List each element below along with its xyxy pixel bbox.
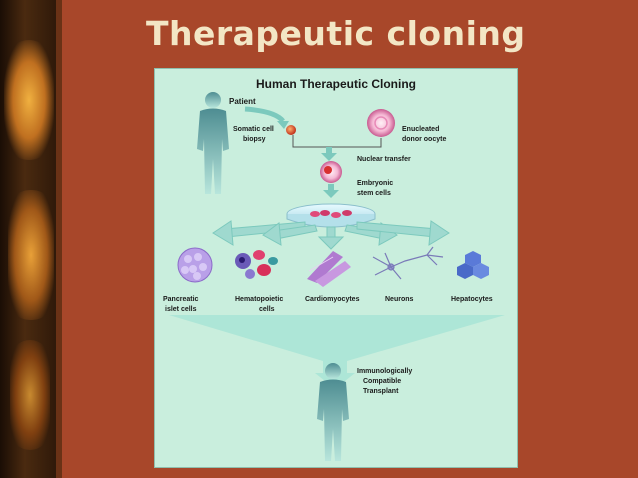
- donor-oocyte-icon: [367, 109, 395, 137]
- cardio-label: Cardiomyocytes: [305, 296, 360, 303]
- pancreatic-label-1: Pancreatic: [163, 296, 199, 303]
- hepatocytes-icon: [457, 251, 489, 279]
- hematopoietic-label-1: Hematopoietic: [235, 296, 283, 303]
- slide-title: Therapeutic cloning: [146, 14, 526, 53]
- diagram-svg: Human Therapeutic Cloning Patient Somati…: [163, 77, 505, 461]
- somatic-label-1: Somatic cell: [233, 126, 274, 133]
- stem-label-2: stem cells: [357, 190, 391, 197]
- hepatocytes-label: Hepatocytes: [451, 296, 493, 303]
- funnel-arrow-icon: [169, 315, 505, 389]
- differentiation-arrows: [212, 220, 450, 250]
- somatic-label-2: biopsy: [243, 136, 266, 143]
- pancreatic-cells-icon: [177, 247, 213, 283]
- nuclear-transfer-label: Nuclear transfer: [357, 156, 411, 163]
- petri-dish-icon: [286, 203, 376, 228]
- neurons-label: Neurons: [385, 296, 414, 303]
- connector-line: [292, 135, 382, 148]
- arrow-icon: [244, 106, 285, 123]
- diagram-title: Human Therapeutic Cloning: [256, 77, 416, 91]
- transplant-label-2: Compatible: [363, 378, 401, 385]
- patient-figure-icon: [197, 92, 229, 194]
- donor-label-2: donor oocyte: [402, 136, 446, 143]
- hematopoietic-cells-icon: [235, 250, 278, 279]
- pancreatic-label-2: islet cells: [165, 306, 197, 313]
- transplant-label-1: Immunologically: [357, 368, 412, 375]
- patient-label: Patient: [229, 97, 256, 106]
- donor-label-1: Enucleated: [402, 126, 439, 133]
- decorative-side-strip: [0, 0, 62, 478]
- hematopoietic-label-2: cells: [259, 306, 275, 313]
- diagram-panel: Human Therapeutic Cloning Patient Somati…: [154, 68, 518, 468]
- cardiomyocytes-icon: [307, 251, 351, 287]
- transplant-label-3: Transplant: [363, 388, 399, 395]
- recipient-figure-icon: [317, 363, 349, 461]
- somatic-cell-icon: [286, 125, 296, 135]
- neurons-icon: [372, 246, 444, 280]
- stem-label-1: Embryonic: [357, 180, 393, 187]
